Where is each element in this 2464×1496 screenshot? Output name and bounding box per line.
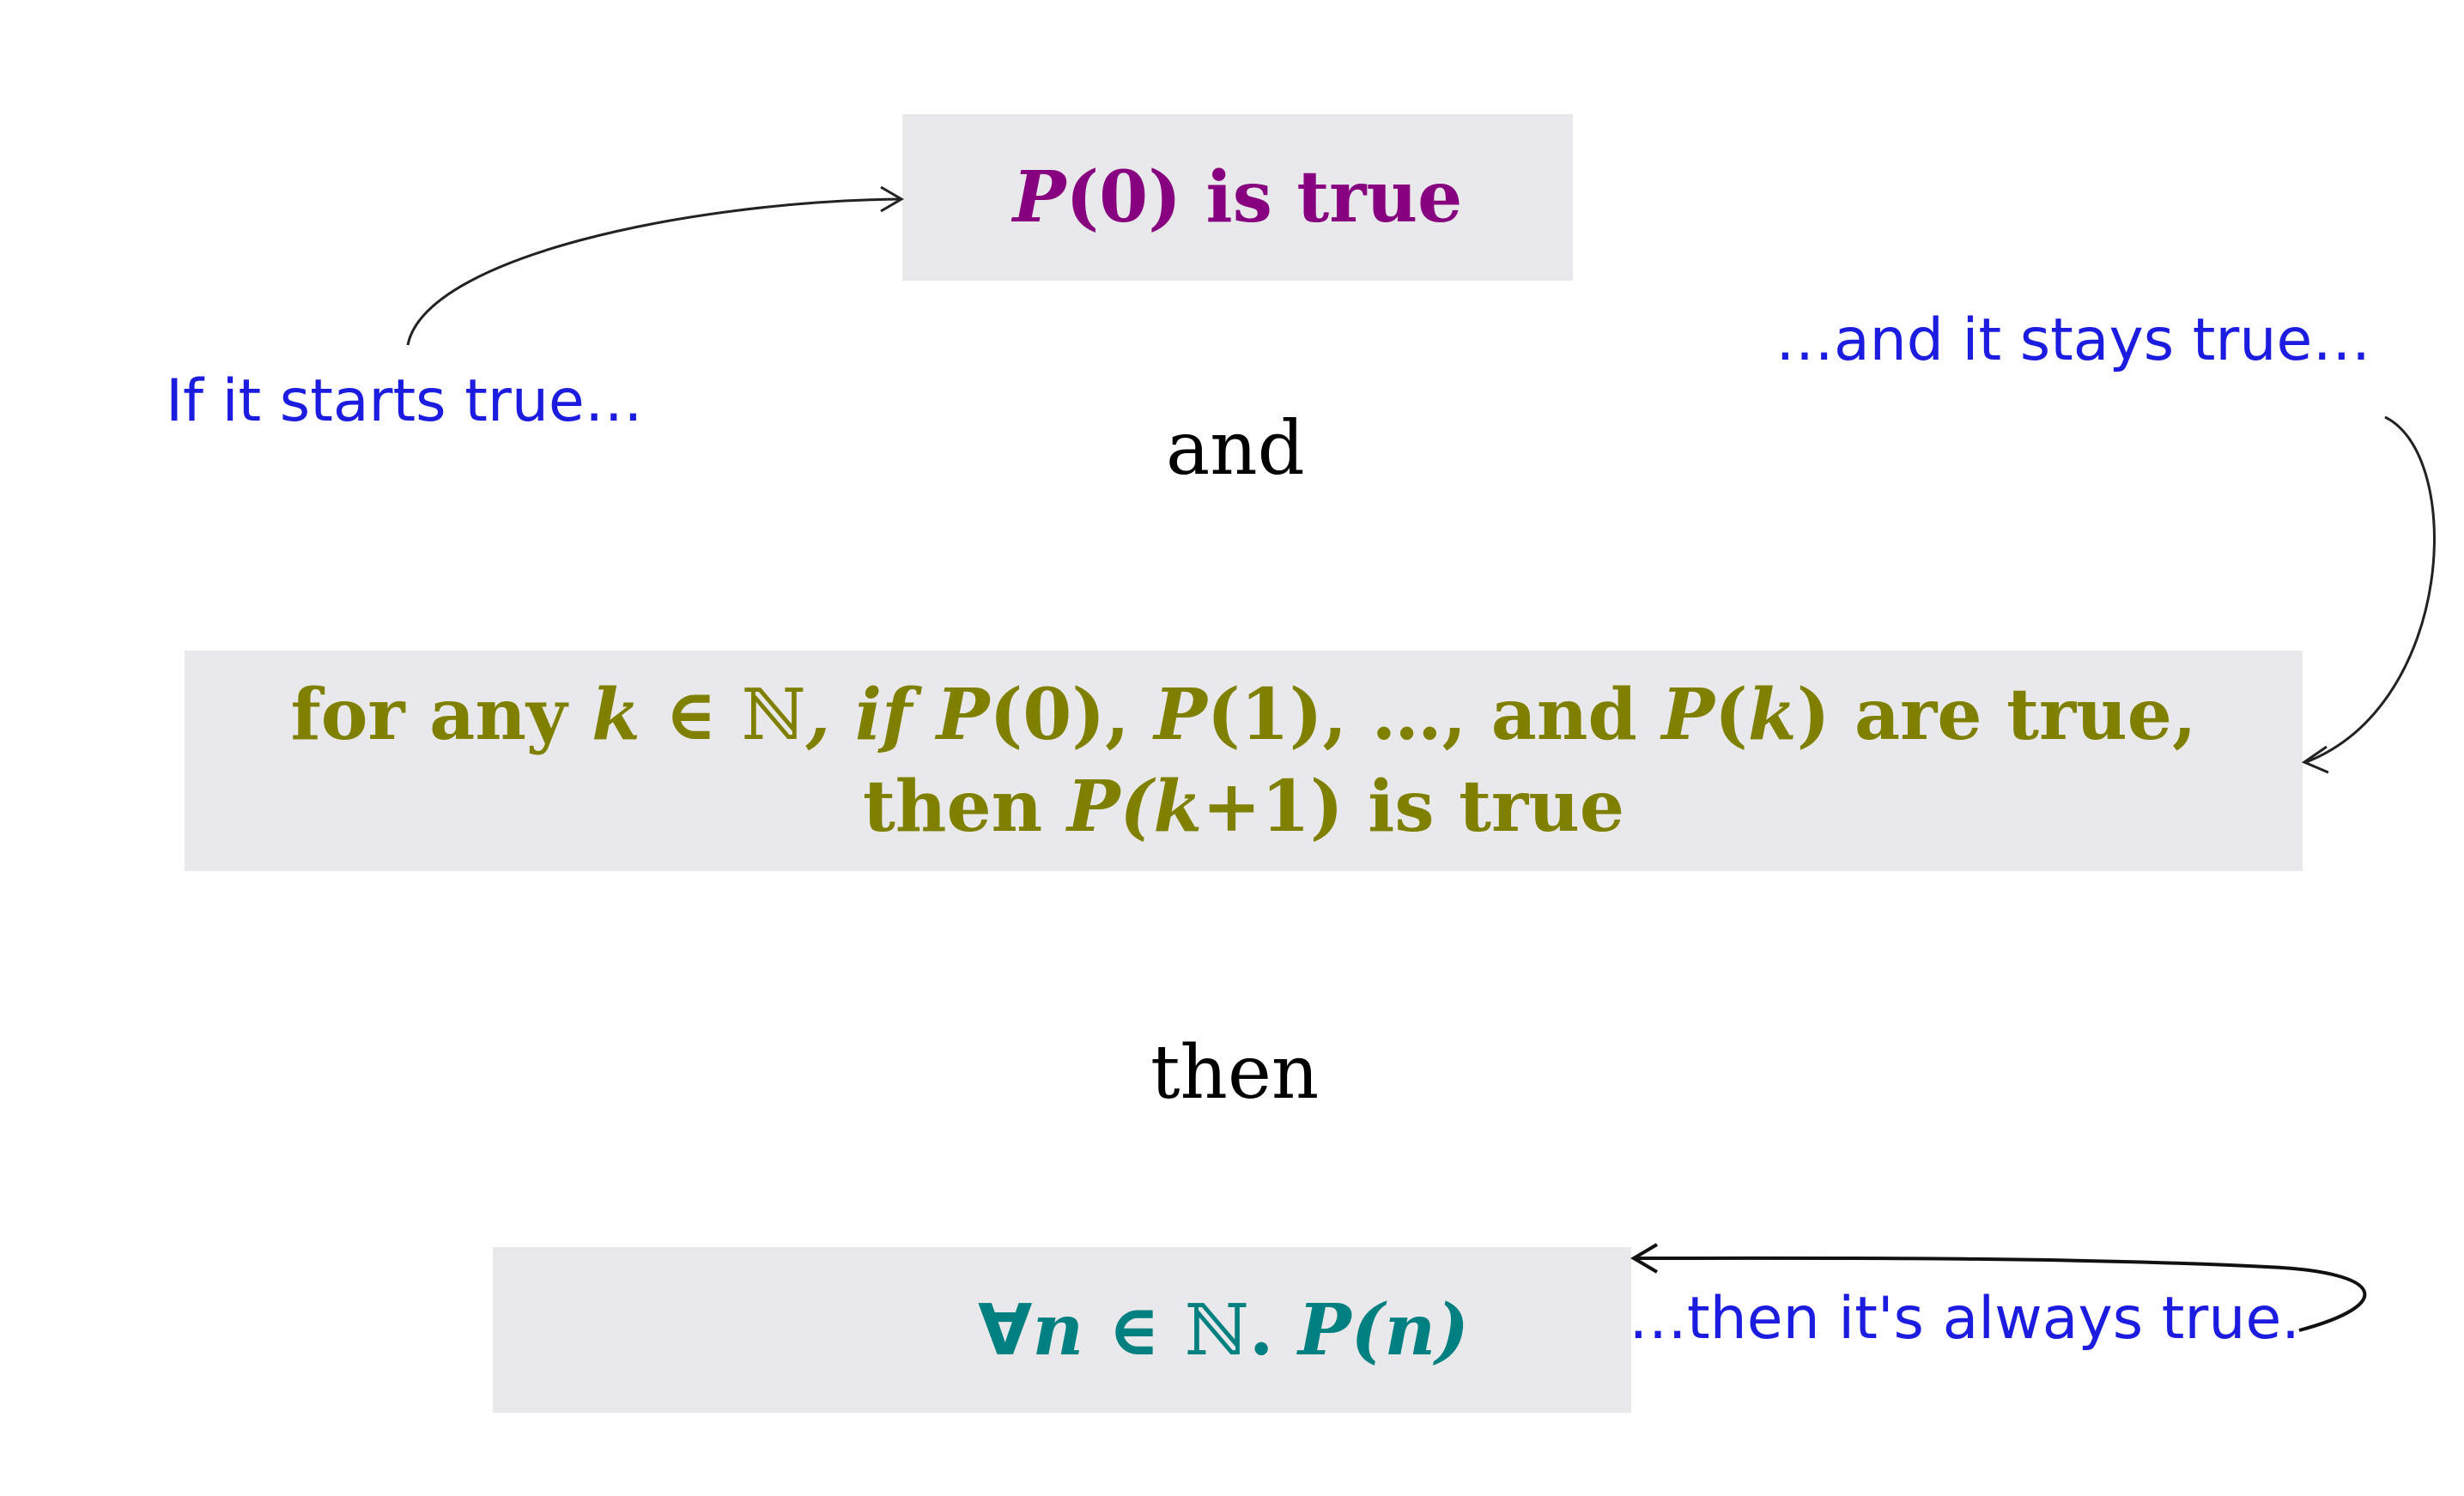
- step-predicate: P: [1066, 766, 1120, 848]
- inductive-step-line-2: then P(k+1) is true: [863, 761, 1624, 852]
- conclusion-text-part: ∈: [1083, 1288, 1185, 1372]
- step-text: (1), …, and: [1206, 674, 1662, 756]
- arrow-stays-to-step: [2305, 415, 2436, 764]
- connector-then: then: [1150, 1030, 1320, 1116]
- arrow-starts-to-base: [406, 197, 901, 346]
- step-var-k: k: [1747, 674, 1797, 756]
- base-case-predicate: P: [1012, 156, 1066, 239]
- step-predicate: P: [1154, 674, 1207, 756]
- base-case-rest: (0) is true: [1065, 156, 1463, 239]
- conclusion-text-part: (: [1350, 1288, 1385, 1372]
- conclusion-text: ∀n ∈ ℕ. P(n): [978, 1289, 1469, 1372]
- conclusion-text-part: ): [1435, 1288, 1469, 1372]
- naturals-symbol: ℕ: [1184, 1289, 1249, 1372]
- annotation-starts-true: If it starts true…: [166, 367, 643, 435]
- conclusion-predicate: P: [1297, 1288, 1351, 1372]
- arrowhead-step: [2301, 745, 2329, 774]
- step-text: then: [863, 766, 1067, 848]
- arrowhead-conclusion: [1630, 1243, 1659, 1274]
- annotation-always-true: …then it's always true.: [1629, 1285, 2300, 1353]
- conclusion-var-n: n: [1032, 1288, 1084, 1372]
- forall-symbol: ∀: [978, 1289, 1033, 1372]
- annotation-stays-true: …and it stays true…: [1775, 306, 2371, 374]
- step-predicate: P: [936, 674, 990, 756]
- step-var-k: k: [592, 674, 640, 756]
- inductive-step-line-1: for any k ∈ ℕ, if P(0), P(1), …, and P(k…: [290, 669, 2196, 761]
- step-text: for any: [290, 674, 592, 756]
- naturals-symbol: ℕ: [741, 675, 806, 756]
- step-text: ∈: [640, 674, 742, 756]
- base-case-text: P(0) is true: [1013, 156, 1463, 239]
- step-text: (: [1120, 766, 1154, 848]
- connector-and: and: [1166, 406, 1305, 492]
- step-var-k: k: [1153, 766, 1203, 848]
- base-case-box: P(0) is true: [902, 114, 1573, 281]
- step-predicate: P: [1661, 674, 1715, 756]
- step-text: +1) is true: [1202, 766, 1624, 848]
- step-text: ) are true,: [1796, 674, 2197, 756]
- conclusion-box: ∀n ∈ ℕ. P(n): [493, 1247, 1631, 1413]
- conclusion-text-part: .: [1248, 1288, 1298, 1372]
- step-text: , if: [805, 674, 937, 756]
- step-text: (: [1714, 674, 1748, 756]
- inductive-step-box: for any k ∈ ℕ, if P(0), P(1), …, and P(k…: [185, 651, 2303, 871]
- step-text: (0),: [989, 674, 1155, 756]
- arrowhead-base: [880, 185, 904, 213]
- conclusion-var-n: n: [1384, 1288, 1436, 1372]
